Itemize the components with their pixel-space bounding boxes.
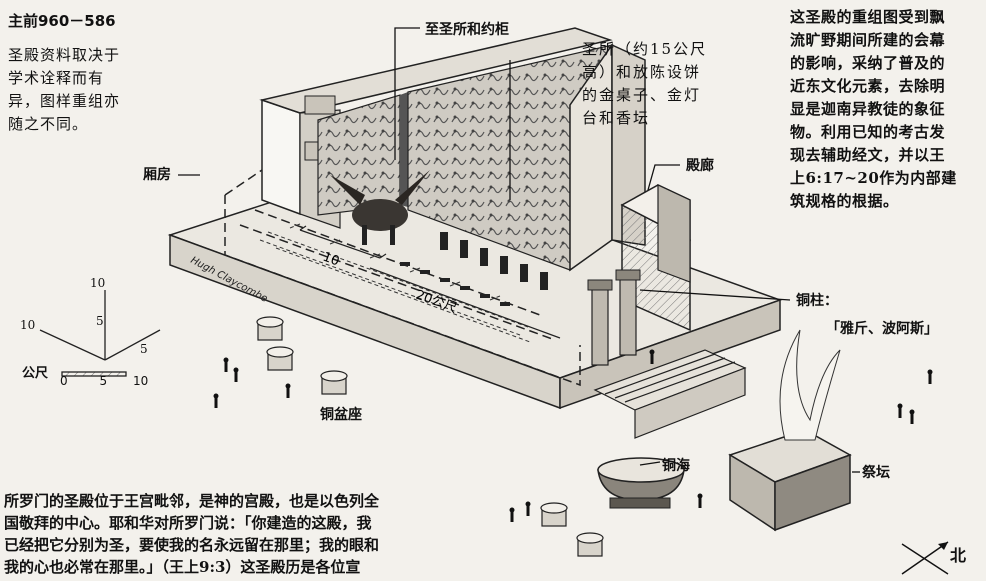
bronze-stands [256, 316, 604, 557]
bottom-text-line: 所罗门的圣殿位于王宫毗邻，是神的宫殿，也是以色列全 [4, 492, 380, 510]
label-bronze-sea: 铜海 [662, 458, 690, 474]
left-note-line: 学术诠释而有 [8, 69, 105, 87]
bottom-text-line: 国敬拜的中心。耶和华对所罗门说：「你建造的这殿，我 [4, 514, 372, 532]
scale-axis-label: 5 [96, 314, 104, 328]
label-altar: 祭坛 [862, 465, 890, 481]
altar [728, 329, 852, 532]
label-holy-place: 圣所（约15公尺 高）和放陈设饼 的金桌子、金灯 台和香坛 [582, 38, 707, 130]
holy-place-furniture [400, 232, 548, 306]
temple-steps [593, 349, 747, 439]
bronze-pillars [587, 269, 641, 366]
people-figures [213, 349, 933, 522]
bottom-text-line: 我的心也必常在那里。」（王上9:3）这圣殿历是各位宣 [4, 558, 361, 576]
right-note: 这圣殿的重组图受到飘 流旷野期间所建的会幕 的影响，采纳了普及的 近东文化元素，… [790, 6, 986, 213]
scale-tick: 0 [60, 374, 68, 388]
bronze-stand [256, 316, 284, 341]
label-north: 北 [950, 546, 967, 565]
north-arrow-icon [901, 541, 949, 575]
label-side-rooms: 厢房 [143, 167, 171, 183]
scale-axis-label: 5 [140, 342, 148, 356]
bronze-stand [540, 502, 568, 527]
scale-gizmo [39, 290, 161, 377]
dimension-10: 10 [321, 250, 342, 270]
side-room-grid [259, 223, 531, 343]
right-note-line: 流旷野期间所建的会幕 [790, 31, 946, 49]
label-holy-place-line: 的金桌子、金灯 [582, 86, 702, 104]
left-note: 圣殿资料取决于 学术诠释而有 异，图样重组亦 随之不同。 [8, 44, 183, 136]
label-pillar-names: 「雅斤、波阿斯」 [826, 321, 938, 337]
side-rooms-outline [224, 169, 581, 387]
scale-unit: 公尺 [22, 366, 49, 381]
label-holy-place-line: 圣所（约15公尺 [582, 40, 708, 58]
left-note-line: 随之不同。 [8, 115, 89, 133]
label-holy-place-line: 高）和放陈设饼 [582, 63, 702, 81]
left-note-line: 异，图样重组亦 [8, 92, 121, 110]
label-holy-of-holies: 至圣所和约柜 [425, 22, 509, 38]
scale-ticks: 0 5 10 [60, 374, 148, 388]
label-bronze-stands: 铜盆座 [320, 407, 362, 423]
cherubim [330, 170, 430, 245]
left-note-line: 圣殿资料取决于 [8, 46, 121, 64]
bottom-text-line: 已经把它分别为圣，要使我的名永远留在那里；我的眼和 [4, 536, 380, 554]
bronze-stand [320, 370, 348, 395]
right-note-line: 显是迦南异教徒的象征 [790, 100, 946, 118]
scale-tick: 5 [99, 374, 108, 388]
page-title: 主前960－586 [8, 12, 116, 30]
right-note-line: 筑规格的根据。 [790, 192, 899, 210]
bronze-sea [597, 457, 685, 509]
right-note-line: 上6:17~20作为内部建 [790, 169, 957, 187]
bronze-stand [576, 532, 604, 557]
leader-lines [178, 27, 860, 473]
right-note-line: 物。利用已知的考古发 [790, 123, 946, 141]
label-holy-place-line: 台和香坛 [582, 109, 651, 127]
scale-axis-label: 10 [20, 318, 36, 332]
label-pillars: 铜柱： [796, 293, 838, 309]
holy-of-holies-wall [317, 92, 408, 216]
right-note-line: 的影响，采纳了普及的 [790, 54, 946, 72]
right-note-line: 这圣殿的重组图受到飘 [790, 8, 946, 26]
scale-tick: 10 [132, 374, 149, 388]
right-note-line: 现去辅助经文，并以王 [790, 146, 946, 164]
right-note-line: 近东文化元素，去除明 [790, 77, 946, 95]
scale-axis-label: 10 [90, 276, 106, 290]
bottom-text: 所罗门的圣殿位于王宫毗邻，是神的宫殿，也是以色列全 国敬拜的中心。耶和华对所罗门… [4, 490, 490, 578]
dimension-lines [299, 225, 561, 339]
label-porch: 殿廊 [686, 158, 714, 174]
porch-walls [569, 42, 691, 332]
bronze-stand [266, 346, 294, 371]
